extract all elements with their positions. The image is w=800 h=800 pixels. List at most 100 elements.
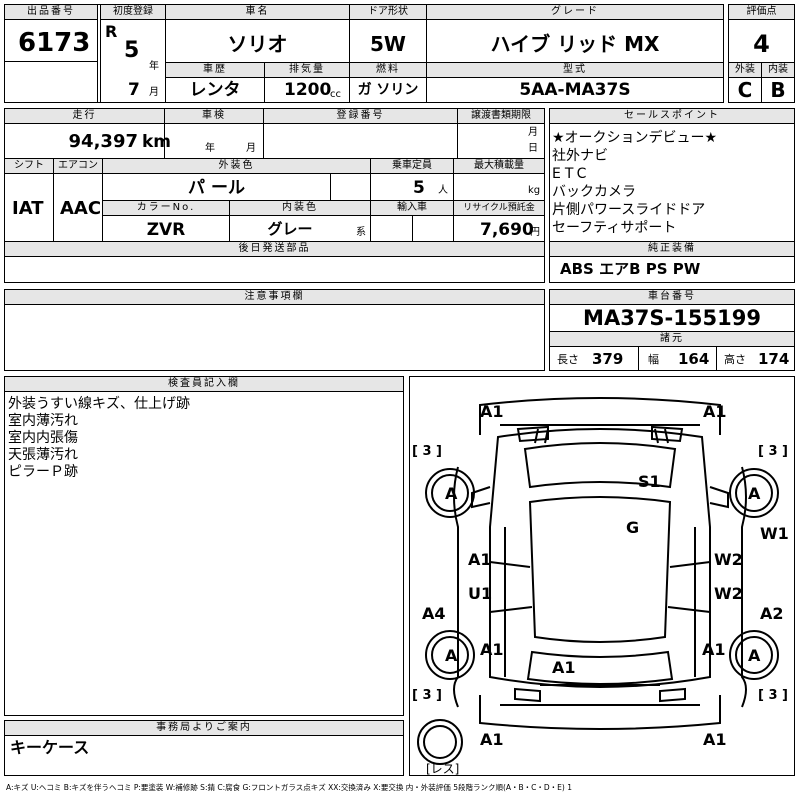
car-name-label: 車名 <box>166 5 349 20</box>
damage-label: A <box>748 484 761 503</box>
inspector-label: 検査員記入欄 <box>5 377 403 392</box>
damage-label: A <box>445 646 458 665</box>
mileage: 94,397 <box>68 131 138 152</box>
damage-label: [ 3 ] <box>758 688 788 703</box>
damage-label: W1 <box>760 524 789 543</box>
length-label: 長さ <box>557 353 579 366</box>
damage-label: [ 3 ] <box>412 688 442 703</box>
fuel: ガ ソリン <box>357 82 419 98</box>
ext-color-label: 外装色 <box>103 159 370 174</box>
max-load-label: 最大積載量 <box>454 159 544 174</box>
chassis-section <box>549 289 795 371</box>
exterior-label: 外装 <box>729 62 761 78</box>
first-reg-year-unit: 年 <box>149 61 159 72</box>
first-reg-era: R <box>105 22 118 41</box>
int-color: グレー <box>267 220 313 238</box>
int-color-label: 内装色 <box>230 201 370 216</box>
inspector-section <box>4 376 404 716</box>
damage-label: U1 <box>468 584 492 603</box>
inspector-line-3: 室内内張傷 <box>8 430 78 446</box>
specs-label: 諸元 <box>550 331 794 347</box>
equipment-label: 純正装備 <box>550 242 794 257</box>
damage-label: W2 <box>714 550 743 569</box>
office-section <box>4 720 404 776</box>
score-label: 評価点 <box>729 5 794 20</box>
sales-point-5: 片側パワースライドドア <box>552 202 706 218</box>
damage-label: A1 <box>703 730 727 749</box>
car-diagram-svg: A1 A1 [ 3 ] [ 3 ] A A S1 W1 G A1 W2 U1 W… <box>412 397 789 775</box>
later-parts-label: 後日発送部品 <box>5 242 544 257</box>
lot-number: 6173 <box>18 28 91 58</box>
damage-label: G <box>626 518 639 537</box>
chassis-label: 車台番号 <box>550 290 794 305</box>
height: 174 <box>758 350 790 368</box>
color-no: ZVR <box>146 220 186 240</box>
model-label: 型式 <box>427 62 723 78</box>
damage-label: [ 3 ] <box>758 444 788 459</box>
vehicle-info-section <box>4 108 545 283</box>
history-label: 車歴 <box>166 62 264 78</box>
history: レンタ <box>189 80 241 100</box>
notes-section <box>4 289 545 371</box>
import-label: 輸入車 <box>371 201 453 216</box>
damage-label: A1 <box>480 402 504 421</box>
office-label: 事務局よりご案内 <box>5 721 403 736</box>
first-reg-label: 初度登録 <box>101 5 165 20</box>
displacement: 1200 <box>284 80 332 100</box>
car-name: ソリオ <box>227 32 288 56</box>
sales-point-1: ★オークションデビュー★ <box>552 130 718 146</box>
notes-label: 注意事項欄 <box>5 290 544 305</box>
grade: ハイブ リッド MX <box>490 32 660 56</box>
mileage-unit: km <box>142 132 172 152</box>
lot-label: 出品番号 <box>5 5 97 20</box>
inspector-line-4: 天張薄汚れ <box>8 447 78 463</box>
exterior-score: C <box>737 78 753 102</box>
first-reg-year: 5 <box>124 38 140 63</box>
transfer-label: 譲渡書類期限 <box>458 109 544 124</box>
damage-label: A <box>445 484 458 503</box>
color-no-label: カラーNo. <box>103 201 229 216</box>
capacity-label: 乗車定員 <box>371 159 453 174</box>
ac-type: AAC <box>60 198 102 219</box>
shift: IAT <box>12 198 44 219</box>
door-label: ドア形状 <box>350 5 426 20</box>
capacity-unit: 人 <box>438 185 448 196</box>
legend: A:キズ U:ヘコミ B:キズを伴うヘコミ P:要塗装 W:補修跡 S:錆 C:… <box>6 783 573 792</box>
model-code: 5AA-MA37S <box>519 80 631 100</box>
tires <box>417 468 779 765</box>
chassis-number: MA37S-155199 <box>583 306 761 330</box>
max-load-unit: kg <box>528 185 541 196</box>
office-note: キーケース <box>10 738 90 757</box>
damage-labels: A1 A1 [ 3 ] [ 3 ] A A S1 W1 G A1 W2 U1 W… <box>412 402 789 775</box>
ext-color: パ ール <box>188 178 245 198</box>
interior-label: 内装 <box>762 62 794 78</box>
mileage-label: 走行 <box>5 109 164 124</box>
inspection-label: 車検 <box>165 109 263 124</box>
sales-points-section <box>549 108 795 283</box>
height-label: 高さ <box>724 353 746 366</box>
recycle-fee: 7,690 <box>480 220 534 240</box>
int-color-unit: 系 <box>356 227 366 238</box>
damage-label: A4 <box>422 604 446 623</box>
recycle-unit: 円 <box>530 227 540 238</box>
damage-label: W2 <box>714 584 743 603</box>
damage-label: A <box>748 646 761 665</box>
sales-point-3: ETC <box>552 166 591 182</box>
transfer-month-unit: 月 <box>528 127 538 138</box>
first-reg-month: 7 <box>128 80 140 100</box>
damage-label: A1 <box>480 730 504 749</box>
shift-label: シフト <box>5 159 53 174</box>
sales-point-4: バックカメラ <box>552 184 636 200</box>
displacement-label: 排気量 <box>265 62 349 78</box>
grade-label: グレード <box>427 5 723 20</box>
sales-point-6: セーフティサポート <box>552 220 677 236</box>
ac-label: エアコン <box>54 159 102 174</box>
displacement-unit: cc <box>330 89 341 100</box>
damage-label: A1 <box>702 640 726 659</box>
recycle-label: リサイクル預託金 <box>454 201 544 216</box>
inspection-month-unit: 月 <box>246 143 256 154</box>
damage-label: S1 <box>638 472 661 491</box>
capacity: 5 <box>413 178 425 198</box>
width: 164 <box>678 350 710 368</box>
damage-label: A2 <box>760 604 784 623</box>
